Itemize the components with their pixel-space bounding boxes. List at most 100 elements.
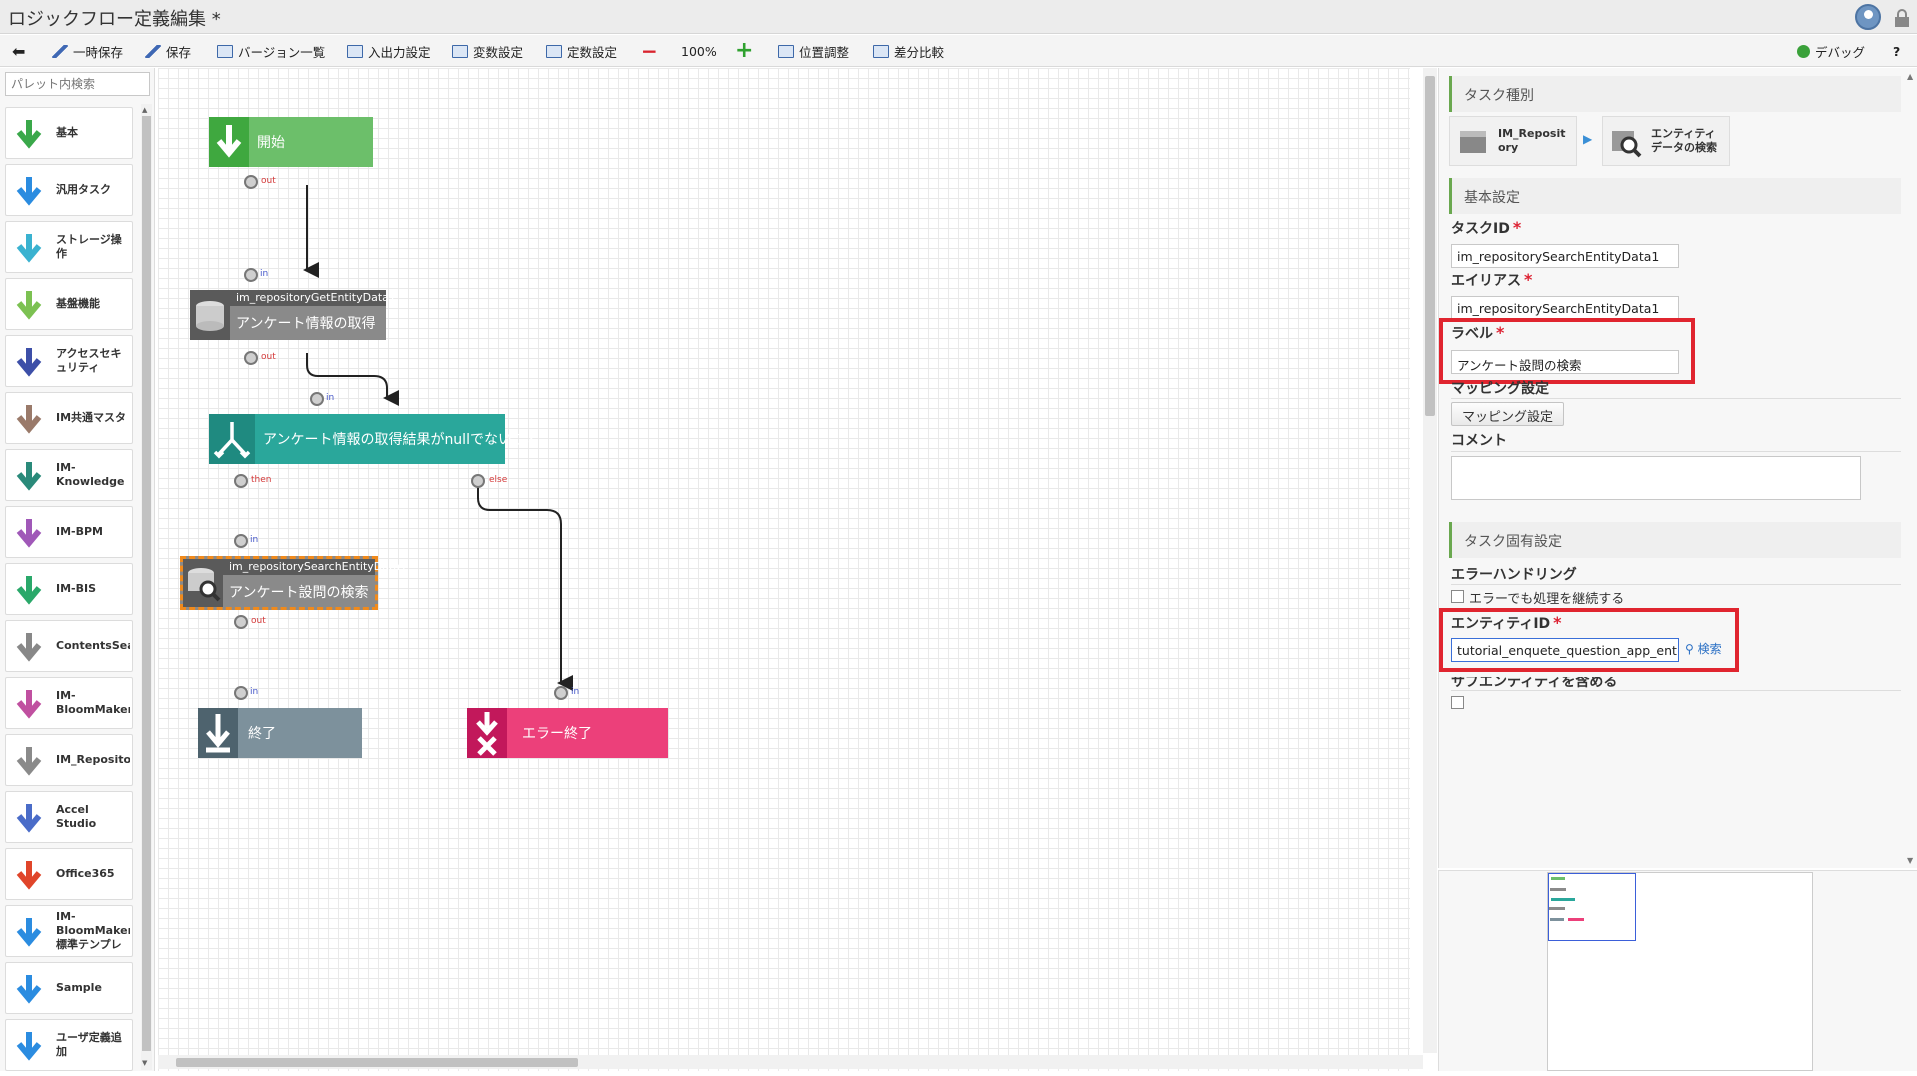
palette-scrollbar[interactable]: ▲ ▼ — [141, 104, 152, 1070]
palette-item[interactable]: 基本 — [5, 107, 133, 159]
scroll-down-icon[interactable]: ▼ — [1907, 856, 1914, 865]
canvas-hscroll-thumb[interactable] — [176, 1058, 578, 1067]
search-entity-in-port[interactable] — [234, 534, 248, 548]
back-button[interactable]: ⬅ — [12, 41, 26, 61]
align-icon — [778, 44, 794, 58]
palette-search-input[interactable] — [5, 72, 150, 96]
debug-button[interactable]: デバッグ — [1797, 42, 1865, 60]
toolbar: ⬅ 一時保存 保存 バージョン一覧 入出力設定 変数設定 定数設定 − 100%… — [0, 35, 1917, 67]
var-settings-button[interactable]: 変数設定 — [452, 42, 523, 60]
start-out-port[interactable] — [244, 175, 258, 189]
palette-item[interactable]: IM-Knowledge — [5, 449, 133, 501]
palette-item[interactable]: アクセスセキュリティ — [5, 335, 133, 387]
get-entity-node[interactable]: im_repositoryGetEntityData1 アンケート情報の取得 — [190, 290, 396, 340]
palette-item[interactable]: IM-BloomMaker — [5, 677, 133, 729]
condition-else-port[interactable] — [471, 474, 485, 488]
get-entity-in-port[interactable] — [244, 268, 258, 282]
error-end-in-port[interactable] — [554, 686, 568, 700]
zoom-in-button[interactable]: + — [735, 40, 753, 62]
palette-item-label: ContentsSearch — [56, 639, 130, 652]
required-mark: * — [1553, 613, 1562, 632]
search-entity-out-port[interactable] — [234, 615, 248, 629]
help-button[interactable]: ? — [1893, 43, 1901, 59]
palette-item[interactable]: Sample — [5, 962, 133, 1014]
magnifier-icon: ⚲ — [1685, 642, 1694, 656]
temp-save-button[interactable]: 一時保存 — [52, 42, 123, 60]
task-id-field[interactable]: im_repositorySearchEntityData1 — [1451, 244, 1679, 268]
canvas-horizontal-scrollbar[interactable] — [158, 1055, 1423, 1069]
palette-item[interactable]: Accel Studio — [5, 791, 133, 843]
condition-node[interactable]: アンケート情報の取得結果がnullでないこと — [209, 414, 540, 464]
palette-item[interactable]: IM_Repository — [5, 734, 133, 786]
minimap-viewport[interactable] — [1548, 873, 1636, 941]
entity-search-link[interactable]: ⚲ 検索 — [1685, 640, 1722, 657]
start-node-label: 開始 — [257, 135, 285, 151]
continue-on-error-checkbox[interactable] — [1451, 590, 1464, 603]
end-in-port[interactable] — [234, 686, 248, 700]
task-id-label-text: タスクID — [1451, 221, 1510, 237]
palette-item-label: ユーザ定義追加 — [56, 1031, 122, 1058]
palette-scroll-thumb[interactable] — [142, 116, 151, 1051]
database-search-icon — [183, 559, 223, 607]
task-specific-header: タスク固有設定 — [1449, 522, 1901, 558]
start-node[interactable]: 開始 — [209, 117, 373, 167]
window-icon — [347, 44, 363, 58]
alias-field[interactable]: im_repositorySearchEntityData1 — [1451, 296, 1679, 320]
version-list-button[interactable]: バージョン一覧 — [217, 42, 325, 60]
connector-lines — [303, 185, 573, 691]
end-node-label: 終了 — [248, 726, 276, 742]
scroll-down-icon[interactable]: ▼ — [142, 1059, 148, 1067]
comment-label: コメント — [1451, 433, 1507, 449]
scroll-up-icon[interactable]: ▲ — [142, 106, 148, 114]
error-end-icon — [467, 708, 507, 758]
zoom-level: 100% — [681, 43, 717, 59]
palette-item[interactable]: IM共通マスタ — [5, 392, 133, 444]
task-type-header: タスク種別 — [1449, 76, 1901, 112]
search-entity-node[interactable]: im_repositorySearchEntityData1 アンケート設問の検… — [180, 556, 407, 610]
canvas-vertical-scrollbar[interactable] — [1423, 68, 1437, 1053]
minimap[interactable] — [1547, 872, 1813, 1071]
properties-scrollbar[interactable]: ▲ ▼ — [1905, 68, 1917, 868]
palette-item-icon — [16, 291, 42, 320]
scroll-up-icon[interactable]: ▲ — [1907, 72, 1914, 81]
include-sub-entity-checkbox[interactable] — [1451, 696, 1464, 709]
comment-textarea[interactable] — [1451, 456, 1861, 500]
palette-item[interactable]: ContentsSearch — [5, 620, 133, 672]
condition-then-port[interactable] — [234, 474, 248, 488]
palette-item[interactable]: 基盤機能 — [5, 278, 133, 330]
pencil-icon — [52, 44, 68, 58]
save-button[interactable]: 保存 — [145, 42, 191, 60]
io-settings-button[interactable]: 入出力設定 — [347, 42, 431, 60]
divider — [1451, 584, 1901, 585]
palette-item[interactable]: IM-BloomMaker標準テンプレ — [5, 905, 133, 957]
arrow-left-icon: ⬅ — [12, 41, 26, 61]
palette-item[interactable]: ストレージ操作 — [5, 221, 133, 273]
position-adjust-button[interactable]: 位置調整 — [778, 42, 849, 60]
port-label: in — [250, 535, 259, 545]
palette-item[interactable]: 汎用タスク — [5, 164, 133, 216]
end-icon — [198, 708, 238, 758]
error-end-node[interactable]: エラー終了 — [467, 708, 668, 758]
debug-label: デバッグ — [1815, 44, 1866, 60]
mapping-settings-button[interactable]: マッピング設定 — [1451, 402, 1565, 426]
end-node[interactable]: 終了 — [198, 708, 362, 758]
const-settings-button[interactable]: 定数設定 — [546, 42, 617, 60]
palette-item[interactable]: IM-BPM — [5, 506, 133, 558]
user-icon[interactable] — [1855, 4, 1881, 30]
zoom-out-button[interactable]: − — [641, 41, 658, 61]
palette-item-label: IM-BloomMaker標準テンプレ — [56, 910, 130, 951]
get-entity-out-port[interactable] — [244, 351, 258, 365]
condition-in-port[interactable] — [310, 392, 324, 406]
label-field[interactable]: アンケート設問の検索 — [1451, 350, 1679, 374]
entity-id-field[interactable]: tutorial_enquete_question_app_entity — [1451, 638, 1679, 662]
palette-item[interactable]: Office365 — [5, 848, 133, 900]
compare-icon — [873, 44, 889, 58]
palette-item-label: Office365 — [56, 867, 115, 880]
get-entity-label: アンケート情報の取得 — [236, 316, 376, 332]
lock-icon[interactable] — [1893, 8, 1911, 28]
palette-item[interactable]: IM-BIS — [5, 563, 133, 615]
flow-canvas[interactable]: 開始 out in im_repositoryGetEntityData1 アン… — [158, 68, 1410, 1071]
canvas-vscroll-thumb[interactable] — [1425, 76, 1435, 416]
diff-compare-button[interactable]: 差分比較 — [873, 42, 944, 60]
palette-item[interactable]: ユーザ定義追加 — [5, 1019, 133, 1071]
